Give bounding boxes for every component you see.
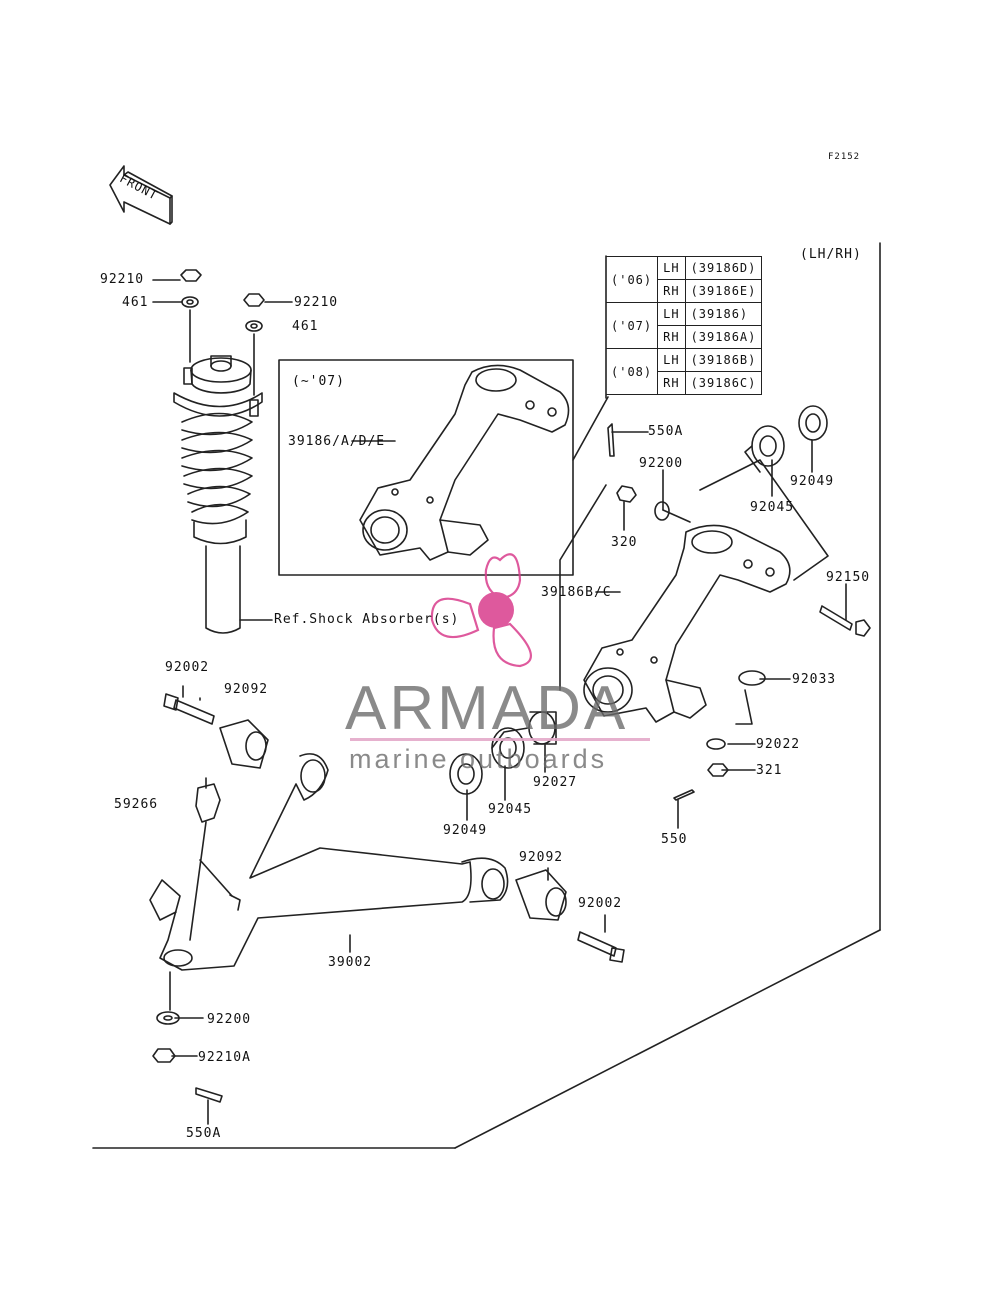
variant-year: ('06) bbox=[606, 256, 659, 303]
variant-side: RH bbox=[657, 279, 686, 303]
variant-row: ('06) LH (39186D) bbox=[606, 256, 763, 303]
watermark-brand: ARMADA bbox=[345, 674, 629, 743]
side-note: (LH/RH) bbox=[800, 247, 862, 262]
bearing-seal-icons bbox=[449, 405, 828, 795]
variant-part: (39186D) bbox=[684, 256, 763, 280]
nut-washer-icons bbox=[180, 269, 265, 332]
part-label: 92002 bbox=[578, 896, 623, 911]
part-label: 39186B/C bbox=[541, 585, 612, 600]
variant-side: LH bbox=[657, 302, 686, 326]
part-label: 92049 bbox=[790, 474, 835, 489]
inset-year: (~'07) bbox=[292, 374, 345, 389]
bottom-hardware-icons bbox=[152, 1011, 223, 1103]
part-label: 92210 bbox=[100, 272, 145, 287]
part-label: 92092 bbox=[224, 682, 269, 697]
part-label: 321 bbox=[756, 763, 783, 778]
part-label: 92002 bbox=[165, 660, 210, 675]
part-label: 92027 bbox=[533, 775, 578, 790]
bolt-bushing-icons bbox=[163, 693, 625, 963]
part-label: 92022 bbox=[756, 737, 801, 752]
part-label: 92045 bbox=[488, 802, 533, 817]
shock-absorber-icon bbox=[173, 355, 263, 634]
variant-row: ('07) LH (39186) bbox=[606, 302, 763, 349]
variant-table: ('06) LH (39186D) RH (39186E) ('07) LH (… bbox=[606, 256, 763, 395]
watermark-tagline: marine outboards bbox=[349, 744, 608, 774]
part-label: 461 bbox=[292, 319, 319, 334]
part-label: 92033 bbox=[792, 672, 837, 687]
front-arrow-icon bbox=[109, 165, 173, 225]
variant-year: ('08) bbox=[606, 348, 659, 395]
shock-ref-label: Ref.Shock Absorber(s) bbox=[274, 612, 460, 627]
part-label: 92210A bbox=[198, 1050, 251, 1065]
part-label: 59266 bbox=[114, 797, 159, 812]
variant-side: RH bbox=[657, 325, 686, 349]
variant-side: RH bbox=[657, 371, 686, 395]
part-label: 92150 bbox=[826, 570, 871, 585]
part-label: 461 bbox=[122, 295, 149, 310]
part-label: 550A bbox=[186, 1126, 222, 1141]
variant-row: RH (39186A) bbox=[606, 325, 763, 349]
knuckle-main-icon bbox=[583, 524, 791, 723]
variant-row: RH (39186C) bbox=[606, 371, 763, 395]
part-label: 92049 bbox=[443, 823, 488, 838]
watermark-propeller-icon bbox=[430, 553, 532, 668]
knuckle-inset-icon bbox=[359, 364, 570, 561]
variant-row: ('08) LH (39186B) bbox=[606, 348, 763, 395]
part-label: 92200 bbox=[207, 1012, 252, 1027]
inset-box bbox=[278, 359, 609, 576]
watermark-divider bbox=[350, 738, 650, 741]
small-hardware-icons bbox=[607, 423, 871, 801]
frame-lines bbox=[92, 242, 881, 1149]
figure-code: F2152 bbox=[828, 152, 861, 162]
part-label: 92092 bbox=[519, 850, 564, 865]
part-label: 92045 bbox=[750, 500, 795, 515]
variant-row: RH (39186E) bbox=[606, 279, 763, 303]
leader-lines bbox=[152, 279, 847, 1125]
variant-side: LH bbox=[657, 256, 686, 280]
variant-year: ('07) bbox=[606, 302, 659, 349]
variant-part: (39186E) bbox=[684, 279, 763, 303]
a-arm-icon bbox=[149, 753, 509, 971]
part-label: 550A bbox=[648, 424, 684, 439]
part-label: 550 bbox=[661, 832, 688, 847]
part-label: 39002 bbox=[328, 955, 373, 970]
variant-part: (39186A) bbox=[684, 325, 763, 349]
part-label: 92200 bbox=[639, 456, 684, 471]
part-label: 320 bbox=[611, 535, 638, 550]
part-label: 39186/A/D/E bbox=[288, 434, 386, 449]
variant-part: (39186B) bbox=[684, 348, 763, 372]
variant-part: (39186) bbox=[684, 302, 763, 326]
variant-part: (39186C) bbox=[684, 371, 763, 395]
part-label: 92210 bbox=[294, 295, 339, 310]
variant-side: LH bbox=[657, 348, 686, 372]
